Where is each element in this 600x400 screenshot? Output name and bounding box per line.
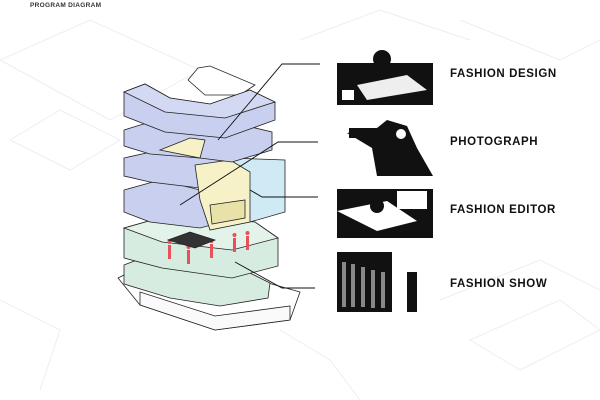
diagram-title: PROGRAM DIAGRAM (30, 2, 102, 9)
leader-lines (179, 63, 320, 289)
leader-line-fashion-editor (249, 189, 318, 198)
leader-line-fashion-design (217, 63, 320, 141)
fashion-show-photo (337, 252, 433, 312)
leader-line-photograph (179, 141, 318, 206)
label-fashion-design: FASHION DESIGN (450, 68, 557, 80)
leader-line-fashion-show (234, 261, 315, 289)
building-axonometric (117, 65, 301, 331)
people-figures (167, 231, 250, 264)
fashion-editor-photo (337, 181, 433, 238)
fashion-design-photo (337, 45, 433, 105)
label-fashion-show: FASHION SHOW (450, 278, 548, 290)
label-photograph: PHOTOGRAPH (450, 136, 539, 148)
photographer-photo (337, 118, 433, 176)
label-fashion-editor: FASHION EDITOR (450, 204, 556, 216)
